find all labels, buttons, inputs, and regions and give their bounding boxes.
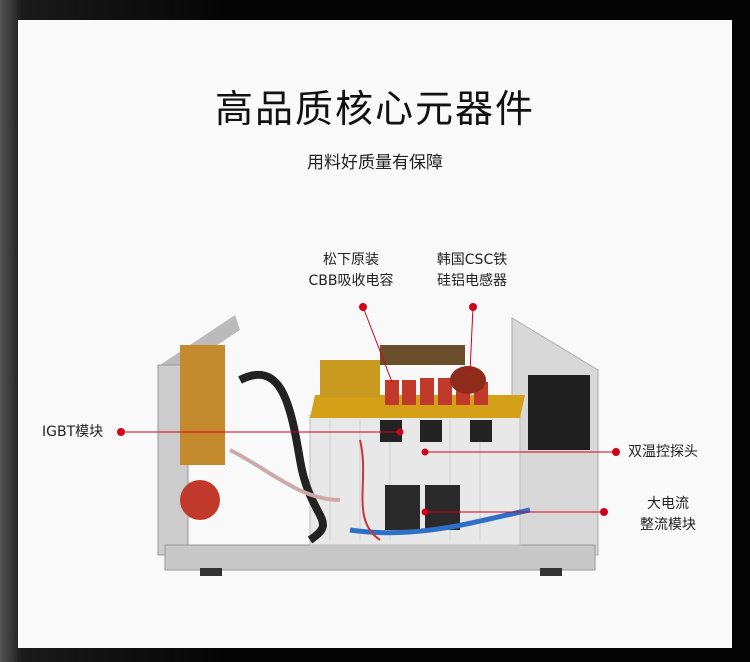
callout-rectifier: 大电流 整流模块 [640, 496, 696, 533]
base [164, 544, 596, 571]
page-subtitle: 用料好质量有保障 [307, 153, 443, 173]
callout-inductor: 韩国CSC铁 硅铝电感器 [436, 252, 508, 289]
inductor [450, 366, 486, 394]
capacitors [385, 378, 488, 405]
fan [528, 375, 590, 450]
transformer [380, 345, 465, 365]
callout-igbt: IGBT模块 [42, 424, 104, 440]
callout-sensor: 双温控探头 [628, 444, 698, 460]
pcb-board [310, 395, 525, 418]
callout-lines [117, 303, 620, 516]
callout-capacitor: 松下原装 CBB吸收电容 [308, 252, 394, 289]
page-title: 高品质核心元器件 [214, 87, 535, 131]
